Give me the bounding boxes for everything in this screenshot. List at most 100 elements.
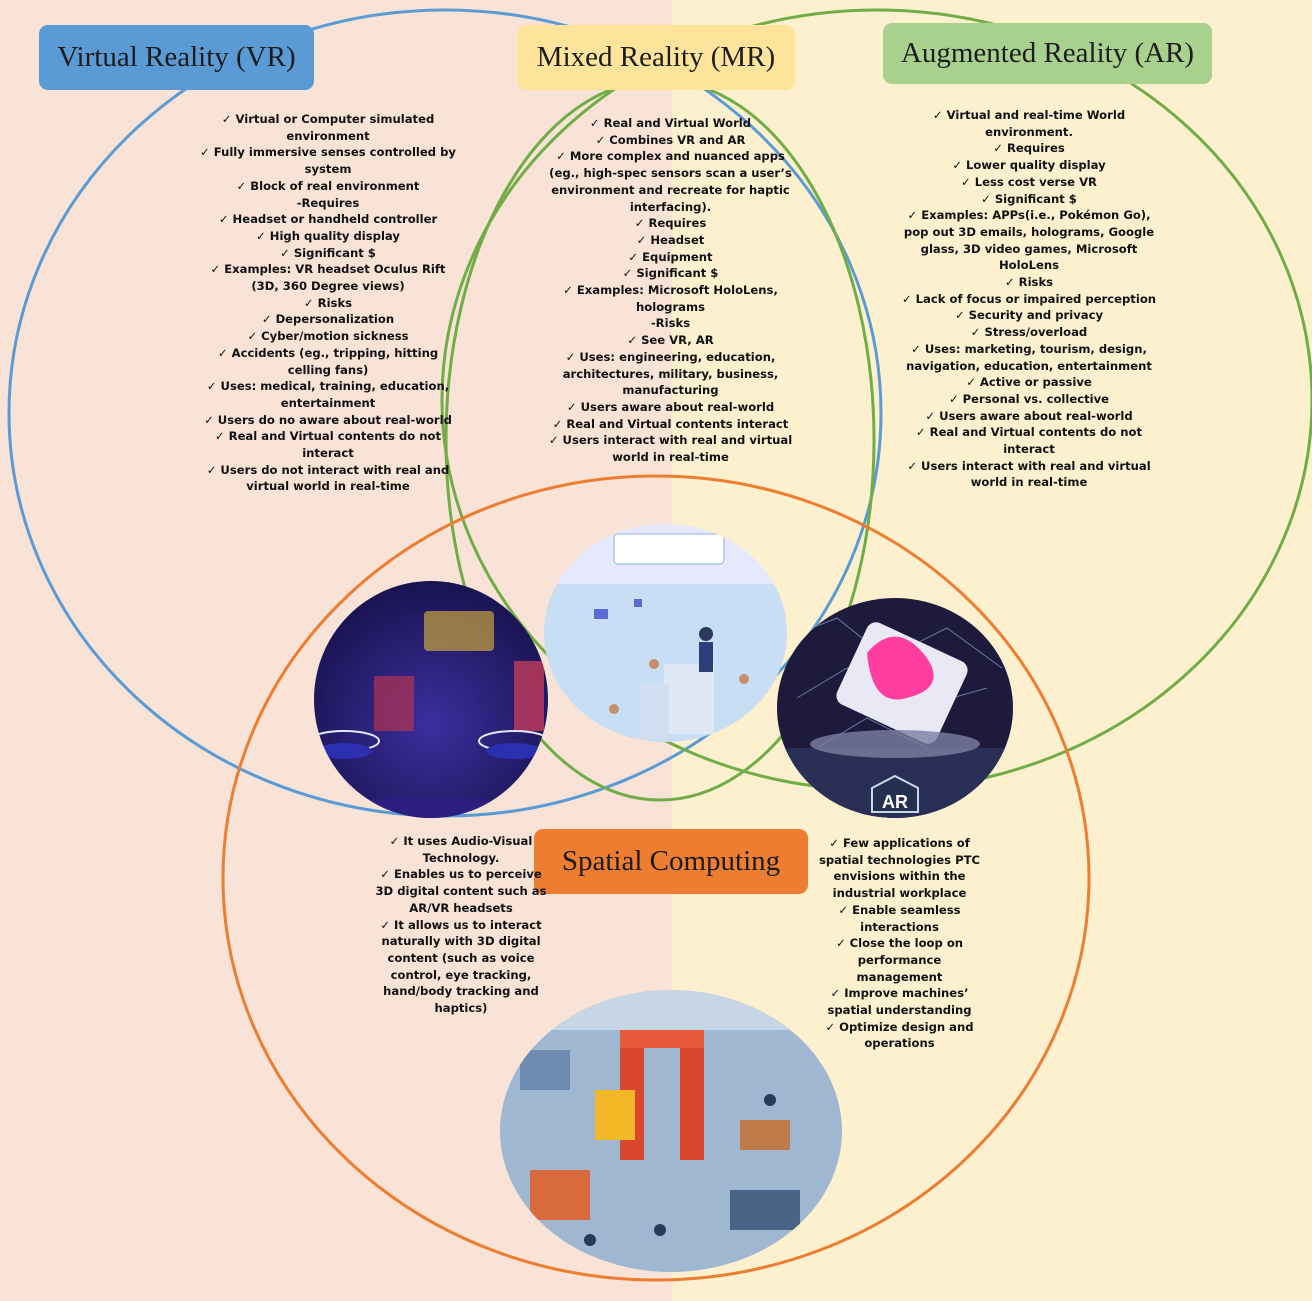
checkmark-icon: ✓ (206, 379, 217, 394)
vr-feature-list: ✓Virtual or Computer simulated environme… (197, 111, 459, 495)
checkmark-icon: ✓ (907, 458, 918, 473)
list-item: ✓Stress/overload (900, 324, 1158, 341)
list-item: ✓Risks (900, 274, 1158, 291)
list-item: ✓Active or passive (900, 374, 1158, 391)
list-item-text: Uses: medical, training, education, ente… (220, 379, 450, 410)
checkmark-icon: ✓ (901, 291, 912, 306)
list-item-text: Improve machines’ spatial understanding (827, 986, 972, 1018)
list-item: ✓It allows us to interact naturally with… (372, 917, 550, 1017)
list-item-text: Security and privacy (968, 308, 1104, 323)
list-item-text: Cyber/motion sickness (261, 329, 409, 344)
checkmark-icon: ✓ (218, 212, 229, 227)
checkmark-icon: ✓ (280, 245, 290, 260)
list-item-text: Combines VR and AR (609, 132, 746, 147)
list-item-text: It uses Audio-Visual Technology. (403, 834, 533, 865)
list-item-text: Examples: APPs(i.e., Pokémon Go), pop ou… (903, 208, 1155, 273)
checkmark-icon: ✓ (204, 412, 214, 427)
list-item: ✓Significant $ (548, 265, 793, 282)
list-item: ✓Lower quality display (900, 157, 1158, 174)
list-item-text: -Risks (650, 316, 691, 331)
list-item-text: -Requires (296, 195, 360, 210)
list-item-text: Examples: VR headset Oculus Rift (3D, 36… (224, 262, 446, 294)
list-item: ✓Uses: marketing, tourism, design, navig… (900, 341, 1158, 374)
checkmark-icon: ✓ (214, 429, 225, 444)
list-item: ✓Close the loop on performance managemen… (817, 935, 982, 985)
checkmark-icon: ✓ (911, 341, 921, 356)
list-item-text: Users do not interact with real and virt… (220, 462, 450, 494)
checkmark-icon: ✓ (389, 834, 400, 848)
checkmark-icon: ✓ (952, 158, 963, 173)
checkmark-icon: ✓ (627, 333, 638, 348)
list-item: ✓Users interact with real and virtual wo… (548, 432, 793, 465)
checkmark-icon: ✓ (552, 416, 563, 431)
checkmark-icon: ✓ (993, 141, 1003, 156)
list-item: ✓Enable seamless interactions (817, 902, 982, 935)
list-item-text: Accidents (eg., tripping, hitting cellin… (231, 345, 439, 377)
mr-title: Mixed Reality (MR) (517, 25, 795, 90)
list-item: ✓Requires (900, 140, 1158, 157)
sc-left-feature-list: ✓It uses Audio-Visual Technology.✓Enable… (372, 833, 550, 1017)
list-item-text: Close the loop on performance management (849, 936, 964, 984)
list-item-text: High quality display (269, 228, 400, 243)
checkmark-icon: ✓ (221, 112, 232, 126)
sc-circle (221, 474, 1091, 1282)
list-item: ✓Security and privacy (900, 307, 1158, 324)
checkmark-icon: ✓ (210, 262, 221, 277)
checkmark-icon: ✓ (247, 329, 258, 344)
list-item-text: Equipment (642, 249, 713, 264)
checkmark-icon: ✓ (966, 375, 976, 390)
list-item-text: Few applications of spatial technologies… (818, 836, 981, 901)
checkmark-icon: ✓ (954, 308, 965, 323)
checkmark-icon: ✓ (548, 433, 559, 448)
list-item: ✓Headset or handheld controller (197, 211, 459, 228)
list-item-text: Less cost verse VR (974, 174, 1097, 189)
list-item: -Requires (197, 195, 459, 212)
list-item: ✓Cyber/motion sickness (197, 328, 459, 345)
checkmark-icon: ✓ (835, 936, 846, 951)
list-item: ✓Enables us to perceive 3D digital conte… (372, 866, 550, 916)
checkmark-icon: ✓ (556, 149, 566, 164)
list-item-text: Depersonalization (275, 312, 395, 327)
list-item-text: Risks (1018, 275, 1054, 290)
list-item-text: Risks (317, 295, 353, 310)
list-item: ✓High quality display (197, 228, 459, 245)
list-item-text: Real and Virtual World (603, 116, 752, 130)
checkmark-icon: ✓ (236, 178, 247, 193)
list-item: -Risks (548, 315, 793, 332)
checkmark-icon: ✓ (622, 266, 633, 281)
list-item-text: Users aware about real-world (939, 408, 1133, 423)
list-item: ✓Fully immersive senses controlled by sy… (197, 144, 459, 177)
list-item-text: Personal vs. collective (962, 391, 1110, 406)
checkmark-icon: ✓ (589, 116, 600, 130)
list-item-text: Real and Virtual contents do not interac… (929, 425, 1143, 457)
list-item-text: See VR, AR (641, 333, 714, 348)
list-item-text: Significant $ (636, 266, 719, 281)
list-item: ✓Users aware about real-world (900, 408, 1158, 425)
list-item-text: Requires (1006, 141, 1065, 156)
list-item: ✓Lack of focus or impaired perception (900, 291, 1158, 308)
list-item-text: Requires (648, 216, 707, 231)
list-item: ✓Depersonalization (197, 311, 459, 328)
ar-title: Augmented Reality (AR) (883, 23, 1212, 84)
list-item-text: Real and Virtual contents do not interac… (228, 429, 442, 461)
checkmark-icon: ✓ (829, 836, 839, 850)
list-item-text: Fully immersive senses controlled by sys… (213, 145, 456, 177)
list-item-text: Examples: Microsoft HoloLens, holograms (576, 283, 778, 314)
checkmark-icon: ✓ (628, 249, 639, 264)
checkmark-icon: ✓ (634, 216, 645, 231)
vr-headset-illustration (314, 581, 548, 818)
list-item: ✓Significant $ (197, 245, 459, 262)
list-item-text: It allows us to interact naturally with … (381, 917, 542, 1016)
list-item-text: Headset (650, 232, 705, 247)
checkmark-icon: ✓ (380, 867, 390, 882)
list-item: ✓Block of real environment (197, 178, 459, 195)
list-item: ✓It uses Audio-Visual Technology. (372, 833, 550, 866)
list-item-text: Lower quality display (966, 158, 1106, 173)
smart-factory-illustration (500, 990, 842, 1272)
sc-title: Spatial Computing (534, 829, 808, 894)
checkmark-icon: ✓ (907, 208, 918, 223)
list-item: ✓Real and Virtual contents interact (548, 416, 793, 433)
mixed-reality-illustration (544, 524, 787, 742)
list-item: ✓Risks (197, 295, 459, 312)
list-item: ✓Significant $ (900, 191, 1158, 208)
